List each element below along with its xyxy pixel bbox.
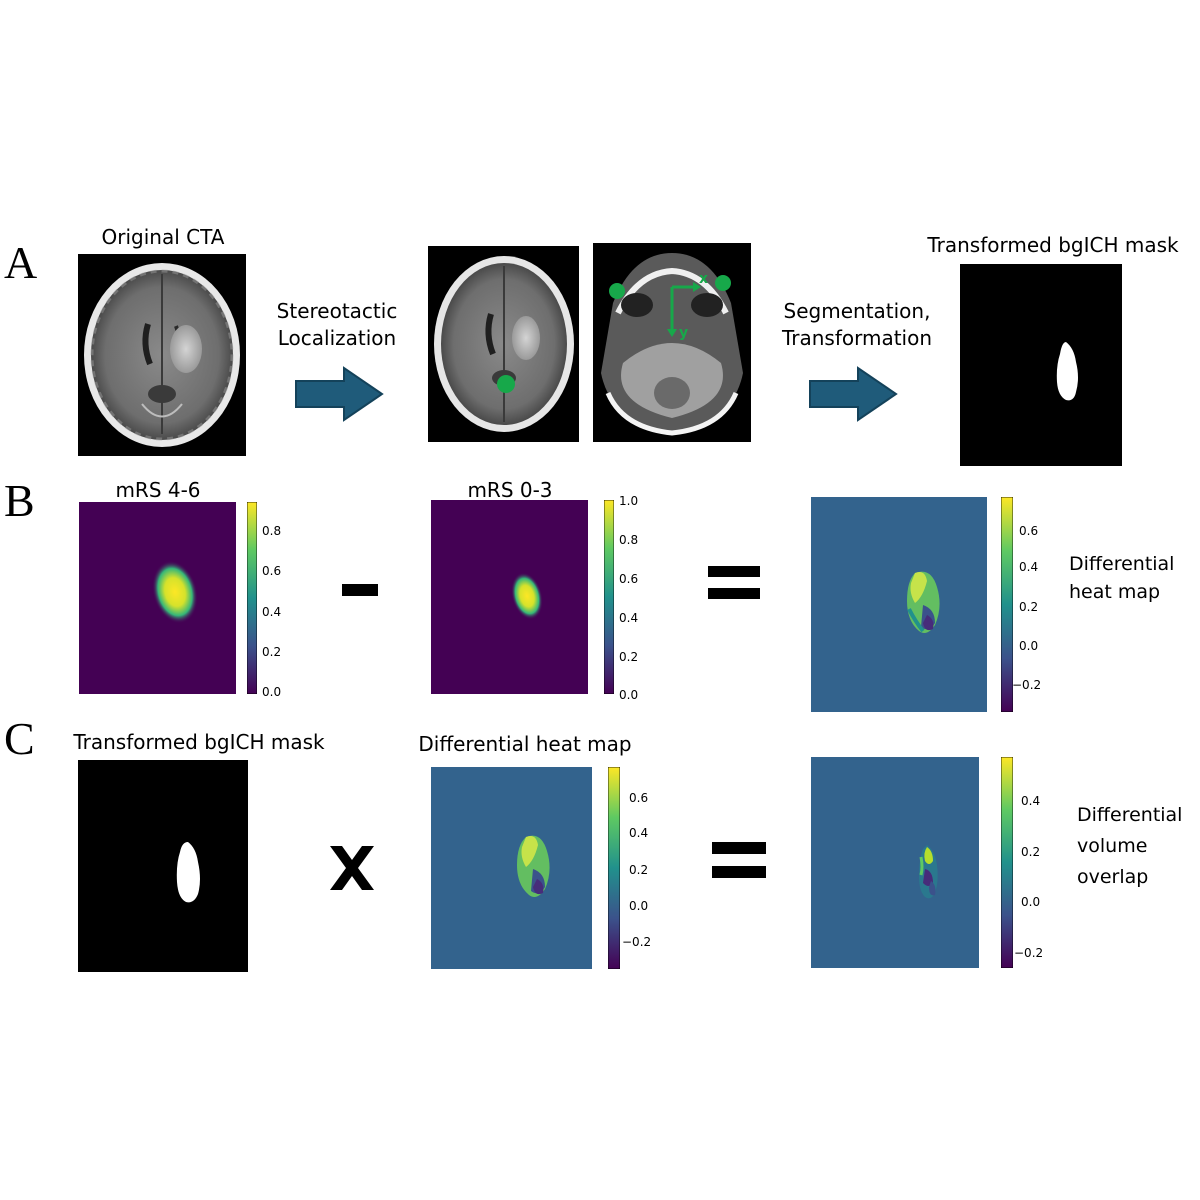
equals-operator-b bbox=[708, 566, 760, 600]
diff-label-b-line1: Differential bbox=[1069, 553, 1175, 575]
mask-title-a: Transformed bgICH mask bbox=[927, 233, 1179, 257]
step-localization-line1: Stereotactic bbox=[276, 299, 398, 323]
diff-heatmap-title-c: Differential heat map bbox=[418, 732, 632, 756]
overlap-label-line2: volume bbox=[1077, 835, 1148, 857]
tick-b-left-4: 0.0 bbox=[262, 685, 282, 699]
tick-b-left-1: 0.6 bbox=[262, 564, 282, 578]
mrs-0-3-title: mRS 0-3 bbox=[467, 478, 553, 502]
colorbar-b-left bbox=[246, 501, 258, 695]
times-operator bbox=[326, 842, 378, 894]
original-cta-image bbox=[78, 254, 246, 456]
diff-label-b-line2: heat map bbox=[1069, 581, 1161, 603]
tick-b-right-3: 0.0 bbox=[1019, 639, 1039, 653]
tick-b-right-0: 0.6 bbox=[1019, 524, 1039, 538]
overlap-label-line3: overlap bbox=[1077, 866, 1149, 888]
step-localization-line2: Localization bbox=[277, 326, 397, 350]
axis-y-label: y bbox=[679, 325, 689, 341]
tick-b-left-2: 0.4 bbox=[262, 605, 282, 619]
tick-c-mid-1: 0.4 bbox=[629, 826, 649, 840]
differential-volume-overlap-map bbox=[811, 757, 979, 968]
original-cta-title: Original CTA bbox=[101, 225, 225, 249]
step-segmentation-label: Segmentation, Transformation bbox=[776, 298, 938, 352]
mrs-4-6-title: mRS 4-6 bbox=[115, 478, 201, 502]
step-segmentation-line1: Segmentation, bbox=[783, 299, 931, 323]
tick-b-mid-4: 0.2 bbox=[619, 650, 639, 664]
colorbar-c-mid bbox=[607, 766, 621, 970]
colorbar-c-right bbox=[1000, 756, 1014, 969]
differential-heatmap-label-b: Differential heat map bbox=[1069, 550, 1174, 606]
tick-c-mid-4: −0.2 bbox=[622, 935, 652, 949]
landmark-left-icon bbox=[609, 283, 625, 299]
tick-b-mid-5: 0.0 bbox=[619, 688, 639, 702]
differential-heatmap-b bbox=[811, 497, 987, 712]
localized-axial-image bbox=[428, 246, 579, 442]
minus-operator bbox=[342, 584, 378, 596]
tick-c-mid-2: 0.2 bbox=[629, 863, 649, 877]
transformed-mask-image-c bbox=[78, 760, 248, 972]
tick-c-right-2: 0.0 bbox=[1021, 895, 1041, 909]
differential-volume-overlap-label: Differential volume overlap bbox=[1077, 800, 1182, 893]
tick-b-right-1: 0.4 bbox=[1019, 560, 1039, 574]
equals-operator-c bbox=[712, 842, 766, 878]
tick-b-left-0: 0.8 bbox=[262, 524, 282, 538]
mask-title-c: Transformed bgICH mask bbox=[73, 730, 325, 754]
tick-b-mid-0: 1.0 bbox=[619, 494, 639, 508]
tick-b-right-2: 0.2 bbox=[1019, 600, 1039, 614]
tick-c-right-3: −0.2 bbox=[1014, 946, 1044, 960]
overlap-label-line1: Differential bbox=[1077, 804, 1183, 826]
axis-x-label: x bbox=[699, 271, 709, 287]
step-segmentation-line2: Transformation bbox=[781, 326, 933, 350]
tick-c-right-0: 0.4 bbox=[1021, 794, 1041, 808]
tick-c-mid-0: 0.6 bbox=[629, 791, 649, 805]
step-localization-label: Stereotactic Localization bbox=[268, 298, 406, 352]
panel-letter-b: B bbox=[4, 475, 35, 526]
panel-letter-c: C bbox=[4, 713, 35, 764]
arrow-icon-2 bbox=[808, 366, 898, 422]
mrs-0-3-heatmap bbox=[431, 500, 588, 694]
tick-c-right-1: 0.2 bbox=[1021, 845, 1041, 859]
colorbar-b-mid bbox=[603, 499, 615, 695]
tick-b-mid-3: 0.4 bbox=[619, 611, 639, 625]
landmark-right-icon bbox=[715, 275, 731, 291]
skull-base-image: x y bbox=[593, 243, 751, 442]
tick-b-mid-1: 0.8 bbox=[619, 533, 639, 547]
transformed-mask-image-a bbox=[960, 264, 1122, 466]
tick-b-right-4: −0.2 bbox=[1012, 678, 1042, 692]
differential-heatmap-c bbox=[431, 767, 592, 969]
mrs-4-6-heatmap bbox=[79, 502, 236, 694]
tick-b-mid-2: 0.6 bbox=[619, 572, 639, 586]
tick-b-left-3: 0.2 bbox=[262, 645, 282, 659]
panel-letter-a: A bbox=[4, 237, 38, 288]
landmark-dot-icon bbox=[497, 375, 515, 393]
tick-c-mid-3: 0.0 bbox=[629, 899, 649, 913]
arrow-icon bbox=[294, 366, 384, 422]
